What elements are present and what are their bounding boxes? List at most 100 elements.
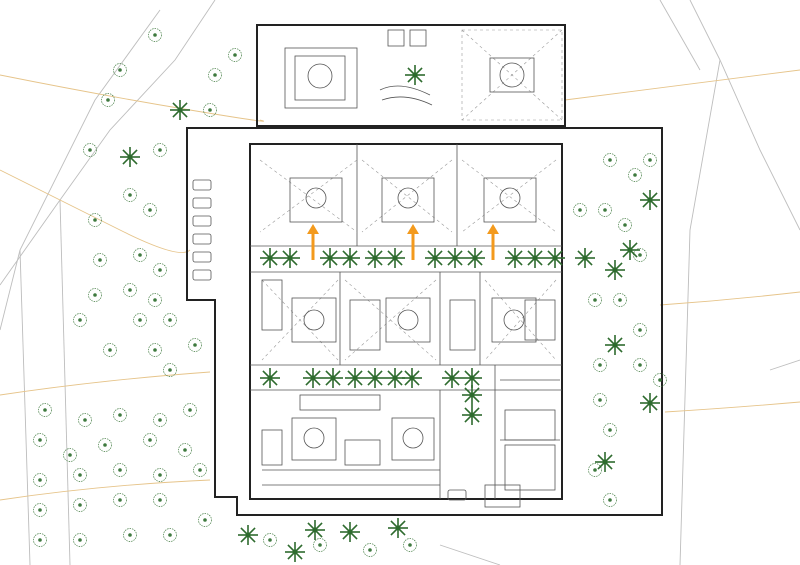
arrow-up-icon	[307, 224, 319, 260]
tree-icon	[603, 423, 617, 437]
tree-icon	[193, 463, 207, 477]
palm-tree-icon	[120, 147, 140, 167]
courtyard-fountain-icon	[291, 297, 337, 343]
palm-tree-icon	[365, 248, 385, 268]
tree-icon	[153, 493, 167, 507]
palm-tree-icon	[605, 335, 625, 355]
tree-icon	[73, 498, 87, 512]
tree-icon	[78, 413, 92, 427]
tree-icon	[588, 293, 602, 307]
tree-icon	[153, 263, 167, 277]
palm-tree-icon	[170, 100, 190, 120]
palm-tree-icon	[525, 248, 545, 268]
tree-icon	[263, 533, 277, 547]
tree-icon	[113, 463, 127, 477]
palm-tree-icon	[285, 542, 305, 562]
tree-icon	[363, 543, 377, 557]
palm-tree-icon	[385, 368, 405, 388]
tree-icon	[643, 153, 657, 167]
courtyard-fountain-icon	[483, 177, 537, 223]
courtyard-fountain-icon	[391, 417, 435, 461]
tree-icon	[598, 203, 612, 217]
palm-tree-icon	[402, 368, 422, 388]
tree-icon	[203, 103, 217, 117]
tree-icon	[148, 343, 162, 357]
palm-tree-icon	[465, 248, 485, 268]
courtyard-fountain-icon	[385, 297, 431, 343]
contour-lines	[0, 69, 800, 501]
palm-tree-icon	[462, 405, 482, 425]
palm-tree-icon	[323, 368, 343, 388]
palm-tree-icon	[320, 248, 340, 268]
palm-tree-icon	[462, 385, 482, 405]
tree-icon	[198, 513, 212, 527]
tree-icon	[38, 403, 52, 417]
tree-icon	[183, 403, 197, 417]
tree-icon	[208, 68, 222, 82]
tree-icon	[88, 213, 102, 227]
palm-tree-icon	[425, 248, 445, 268]
tree-icon	[73, 313, 87, 327]
palm-tree-icon	[605, 260, 625, 280]
palm-tree-icon	[620, 240, 640, 260]
palm-tree-icon	[280, 248, 300, 268]
tree-icon	[588, 463, 602, 477]
car-icon	[192, 269, 212, 281]
tree-icon	[123, 188, 137, 202]
courtyard-fountain-icon	[289, 177, 343, 223]
tree-icon	[633, 323, 647, 337]
tree-icon	[653, 373, 667, 387]
tree-icon	[133, 313, 147, 327]
tree-icon	[593, 358, 607, 372]
palm-tree-icon	[445, 248, 465, 268]
palm-tree-icon	[260, 368, 280, 388]
palm-tree-icon	[385, 248, 405, 268]
tree-icon	[113, 408, 127, 422]
arrow-up-icon	[487, 224, 499, 260]
tree-layer	[33, 28, 667, 557]
tree-icon	[33, 433, 47, 447]
courtyard-fountain-icon	[291, 417, 337, 461]
tree-icon	[143, 203, 157, 217]
car-icon	[192, 215, 212, 227]
entrance-arrows	[307, 224, 499, 260]
palm-tree-icon	[405, 65, 425, 85]
tree-icon	[143, 433, 157, 447]
tree-icon	[628, 168, 642, 182]
tree-icon	[603, 153, 617, 167]
palm-tree-icon	[595, 452, 615, 472]
tree-icon	[163, 313, 177, 327]
tree-icon	[593, 393, 607, 407]
tree-icon	[93, 253, 107, 267]
tree-icon	[33, 473, 47, 487]
palm-tree-icon	[305, 520, 325, 540]
tree-icon	[33, 533, 47, 547]
palm-layer	[120, 65, 660, 562]
tree-icon	[313, 538, 327, 552]
tree-icon	[148, 293, 162, 307]
car-icon	[192, 197, 212, 209]
palm-tree-icon	[442, 368, 462, 388]
palm-tree-icon	[303, 368, 323, 388]
palm-tree-icon	[340, 522, 360, 542]
arrow-up-icon	[407, 224, 419, 260]
palm-tree-icon	[340, 248, 360, 268]
tree-icon	[163, 363, 177, 377]
tree-icon	[403, 538, 417, 552]
tree-icon	[188, 338, 202, 352]
palm-tree-icon	[388, 518, 408, 538]
tree-icon	[633, 358, 647, 372]
tree-icon	[103, 343, 117, 357]
tree-icon	[613, 293, 627, 307]
tree-icon	[133, 248, 147, 262]
tree-icon	[88, 288, 102, 302]
tree-icon	[153, 413, 167, 427]
parking-area	[192, 179, 467, 501]
palm-tree-icon	[545, 248, 565, 268]
tree-icon	[33, 503, 47, 517]
palm-tree-icon	[640, 393, 660, 413]
courtyard-fountain-icon	[381, 177, 435, 223]
car-icon	[192, 179, 212, 191]
tree-icon	[163, 528, 177, 542]
